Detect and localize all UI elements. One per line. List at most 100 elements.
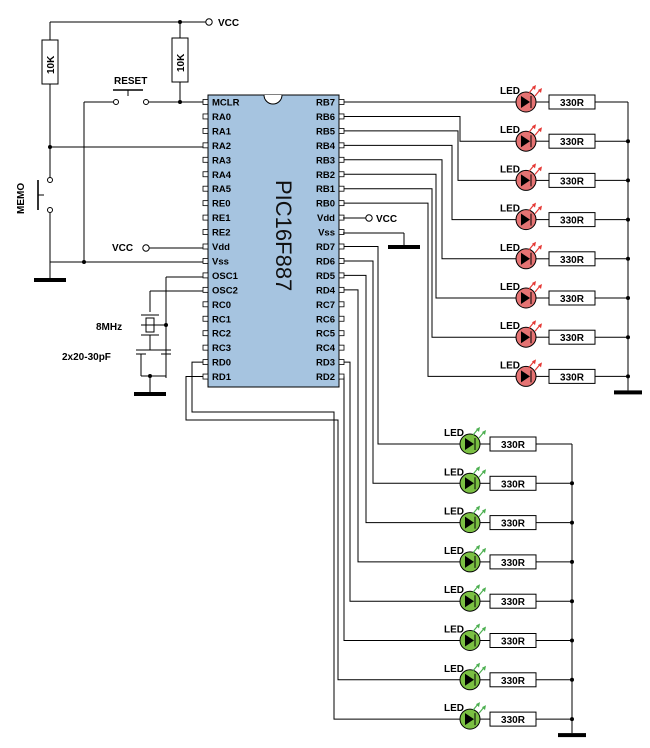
pin-stub	[202, 200, 209, 207]
pullup-resistor-1-label: 10K	[46, 55, 57, 74]
emission-arrowhead	[538, 127, 542, 133]
pin-label-re2: RE2	[212, 228, 230, 239]
pic16f887-chip: PIC16F887 MCLRRA0RA1RA2RA3RA4RA5RE0RE1RE…	[202, 94, 345, 388]
emission-arrowhead	[482, 547, 486, 553]
emission-arrowhead	[532, 163, 536, 169]
pin-stub	[202, 185, 209, 192]
pin-label-mclr: MCLR	[212, 98, 240, 109]
pin-label-rb7: RB7	[316, 98, 335, 109]
red-led-3: LED	[500, 163, 542, 191]
emission-arrowhead	[538, 323, 542, 329]
green-led-array: LED330RLED330RLED330RLED330RLED330RLED33…	[185, 246, 586, 738]
resistor-label: 330R	[501, 440, 526, 451]
caps-label: 2x20-30pF	[62, 352, 111, 363]
pin-label-ra3: RA3	[212, 155, 231, 166]
pullup-resistor-2: 10K	[171, 22, 189, 104]
green-led-4: LED	[444, 544, 486, 573]
emission-arrowhead	[532, 281, 536, 286]
pin-stub	[338, 113, 345, 120]
led-label: LED	[500, 282, 520, 293]
pin-label-rc6: RC6	[316, 314, 335, 325]
pin-label-ra0: RA0	[212, 112, 231, 123]
diode-triangle	[521, 331, 530, 344]
red-led-8: LED	[500, 359, 542, 387]
pin-stub	[202, 359, 209, 366]
pin-label-rc7: RC7	[316, 300, 335, 311]
emission-arrowhead	[532, 320, 536, 326]
led-label: LED	[444, 703, 464, 714]
pin-label-rd4: RD4	[316, 285, 336, 296]
red-led-1: LED	[500, 85, 542, 113]
resistor-label: 330R	[501, 715, 526, 726]
diode-triangle	[465, 673, 474, 686]
pin-label-rb0: RB0	[316, 199, 335, 210]
emission-arrowhead	[482, 665, 486, 671]
pin-label-rc3: RC3	[212, 343, 231, 354]
red-led-2: LED	[500, 124, 542, 152]
diode-triangle	[521, 174, 530, 187]
pin-stub	[202, 229, 209, 235]
pin-stub	[338, 171, 345, 178]
diode-triangle	[521, 213, 530, 226]
resistor-label: 330R	[560, 137, 585, 148]
green-led-8: LED	[444, 702, 486, 730]
chip-left-pins: MCLRRA0RA1RA2RA3RA4RA5RE0RE1RE2VddVssOSC…	[202, 98, 240, 383]
emission-arrowhead	[476, 544, 480, 550]
emission-arrowhead	[482, 469, 486, 475]
pin-label-osc1: OSC1	[212, 271, 239, 282]
pin-stub	[338, 286, 345, 293]
emission-arrowhead	[476, 702, 480, 708]
pin-label-rd7: RD7	[316, 242, 335, 253]
memo-label: MEMO	[16, 183, 27, 214]
pin-stub	[338, 373, 345, 380]
led-label: LED	[444, 546, 464, 557]
vcc-top-rail: VCC	[50, 18, 239, 29]
green-led-7: LED	[444, 662, 486, 691]
led-label: LED	[500, 243, 520, 254]
resistor-label: 330R	[501, 479, 526, 490]
resistor-label: 330R	[560, 176, 585, 187]
emission-arrowhead	[538, 244, 542, 250]
reset-label: RESET	[114, 76, 147, 87]
resistor-label: 330R	[501, 637, 526, 648]
pin-stub	[202, 214, 209, 221]
diode-triangle	[521, 370, 530, 383]
pin-stub	[338, 315, 345, 322]
pin-label-rc0: RC0	[212, 300, 231, 311]
led-label: LED	[500, 125, 520, 136]
led-label: LED	[500, 86, 520, 97]
emission-arrowhead	[532, 241, 536, 247]
pin-stub	[338, 344, 345, 351]
resistor-label: 330R	[560, 216, 585, 227]
led-label: LED	[444, 585, 464, 596]
pin-label-rb6: RB6	[316, 112, 335, 123]
pin-stub	[202, 272, 209, 279]
oscillator: 8MHz 2x20-30pF	[62, 276, 206, 396]
pin-stub	[202, 301, 209, 308]
pullup-resistor-1: 10K	[41, 22, 59, 178]
pin-label-rd5: RD5	[316, 271, 336, 282]
red-led-4: LED	[500, 202, 542, 231]
diode-triangle	[465, 555, 474, 568]
pin-stub	[338, 243, 345, 250]
emission-arrowhead	[476, 662, 480, 668]
chip-name: PIC16F887	[271, 180, 296, 291]
pin-label-rd0: RD0	[212, 358, 231, 369]
pin-label-rc2: RC2	[212, 329, 231, 340]
pin-label-vdd: Vdd	[317, 213, 335, 224]
emission-arrowhead	[532, 359, 536, 365]
pin-stub	[202, 258, 209, 264]
pin-label-vss: Vss	[318, 228, 335, 239]
led-label: LED	[500, 164, 520, 175]
crystal-label: 8MHz	[96, 322, 122, 333]
emission-arrowhead	[476, 623, 480, 629]
green-led-5: LED	[444, 584, 486, 612]
memo-button: MEMO	[16, 145, 206, 282]
diode-triangle	[521, 252, 530, 265]
ground-symbol	[558, 733, 586, 738]
resistor-label: 330R	[560, 333, 585, 344]
led-label: LED	[444, 467, 464, 478]
vcc-left-label: VCC	[112, 243, 133, 254]
pin-stub	[338, 258, 345, 264]
